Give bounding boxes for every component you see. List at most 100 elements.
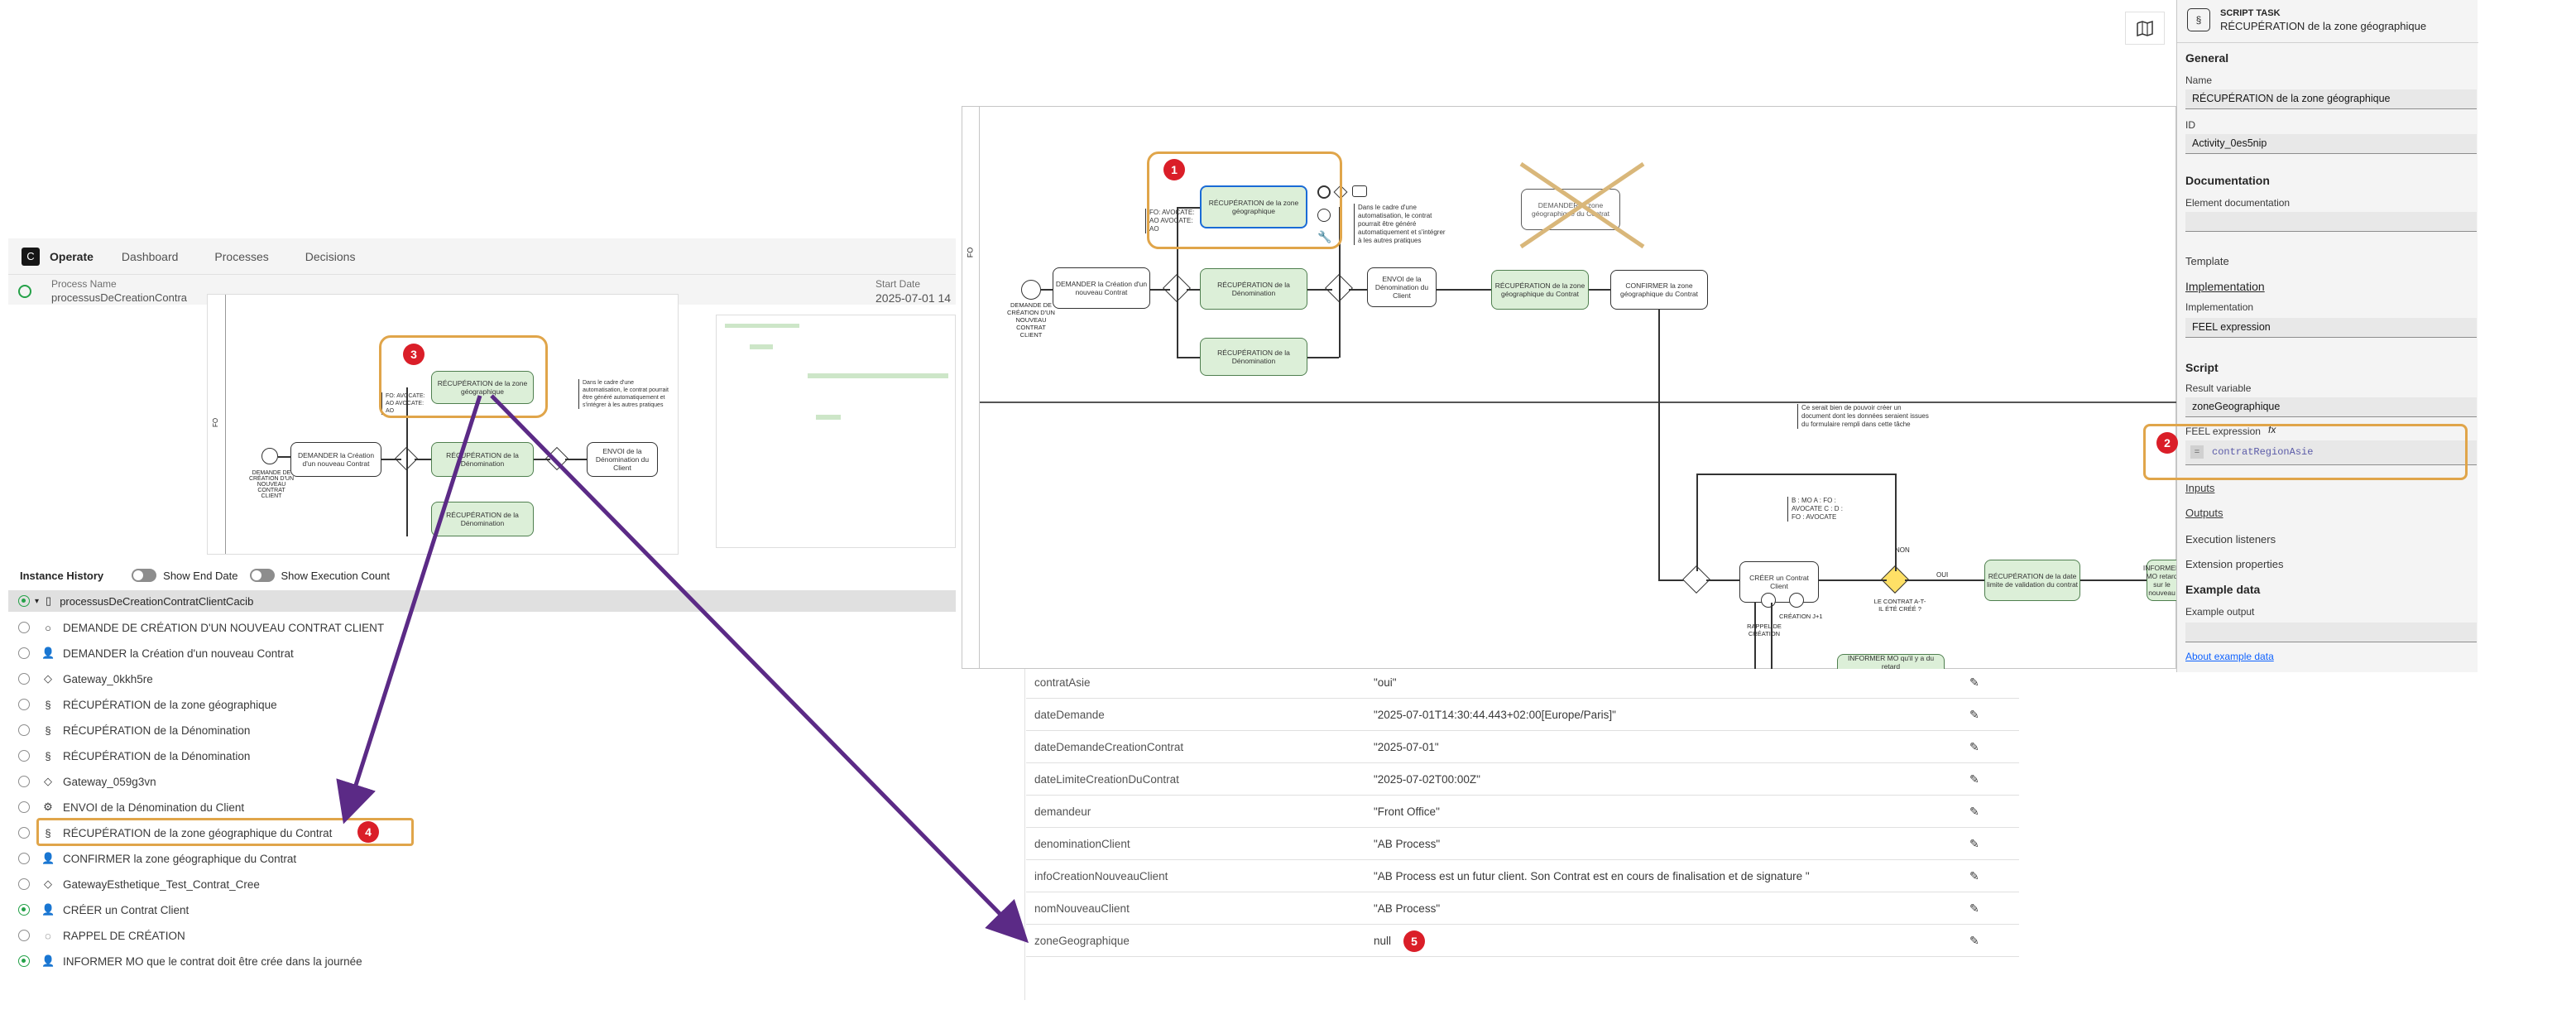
variable-row[interactable]: nomNouveauClient"AB Process"✎ (1026, 892, 2019, 925)
flow (1339, 207, 1341, 358)
section-extension-properties[interactable]: Extension properties (2185, 558, 2284, 570)
modeler-task-informer[interactable]: INFORMER MO qu'il y a du retard (1837, 654, 1945, 671)
edit-icon[interactable]: ✎ (1969, 933, 1979, 947)
variable-row[interactable]: dateDemandeCreationContrat"2025-07-01"✎ (1026, 731, 2019, 763)
modeler-task-zone-contrat[interactable]: RÉCUPÉRATION de la zone géographique du … (1491, 270, 1589, 310)
name-input[interactable]: RÉCUPÉRATION de la zone géographique (2185, 89, 2477, 109)
section-documentation[interactable]: Documentation (2185, 174, 2270, 187)
mini-task-demand[interactable]: DEMANDER la Création d'un nouveau Contra… (290, 442, 381, 477)
history-row-label: INFORMER MO que le contrat doit être cré… (63, 954, 362, 968)
timer-event-icon[interactable] (1789, 593, 1804, 608)
history-row[interactable]: ◇Gateway_0kkh5re (8, 666, 588, 691)
edit-icon[interactable]: ✎ (1969, 772, 1979, 786)
camunda-logo-icon[interactable]: C (22, 247, 40, 266)
variable-row[interactable]: demandeur"Front Office"✎ (1026, 796, 2019, 828)
edit-icon[interactable]: ✎ (1969, 739, 1979, 753)
script-task-icon: § (45, 826, 51, 839)
minimap-element (750, 344, 773, 349)
edit-icon[interactable]: ✎ (1969, 675, 1979, 689)
modeler-task-creer[interactable]: CRÉER un Contrat Client (1739, 561, 1819, 603)
variable-row[interactable]: dateLimiteCreationDuContrat"2025-07-02T0… (1026, 763, 2019, 796)
history-row[interactable]: ⚙ENVOI de la Dénomination du Client (8, 795, 588, 820)
operate-diagram-canvas[interactable]: FO DEMANDE DE CRÉATION D'UN NOUVEAU CONT… (207, 294, 679, 555)
section-template[interactable]: Template (2185, 255, 2229, 267)
task-tool-icon[interactable] (1352, 185, 1367, 197)
completed-icon (18, 930, 30, 941)
section-inputs[interactable]: Inputs (2185, 482, 2215, 494)
history-row[interactable]: ◌RAPPEL DE CRÉATION (8, 923, 588, 948)
edit-icon[interactable]: ✎ (1969, 868, 1979, 882)
history-row[interactable]: §RÉCUPÉRATION de la Dénomination (8, 743, 588, 768)
result-variable-input[interactable]: zoneGeographique (2185, 397, 2477, 417)
section-execution-listeners[interactable]: Execution listeners (2185, 533, 2276, 546)
section-example-data[interactable]: Example data (2185, 583, 2261, 596)
mini-task-den1[interactable]: RÉCUPÉRATION de la Dénomination (431, 442, 534, 477)
completed-icon (18, 647, 30, 659)
badge-4: 4 (357, 821, 379, 843)
example-output-input[interactable] (2185, 623, 2477, 642)
nav-processes[interactable]: Processes (214, 249, 269, 263)
user-task-icon: 👤 (41, 852, 55, 864)
section-general[interactable]: General (2185, 51, 2229, 65)
section-outputs[interactable]: Outputs (2185, 507, 2223, 519)
variable-row[interactable]: infoCreationNouveauClient"AB Process est… (1026, 860, 2019, 892)
modeler-task-den1[interactable]: RÉCUPÉRATION de la Dénomination (1200, 268, 1307, 310)
modeler-task-zone[interactable]: RÉCUPÉRATION de la zone géographique (1200, 185, 1307, 228)
diagram-minimap[interactable] (716, 315, 956, 548)
mini-flow (534, 459, 550, 460)
timer-event-icon[interactable] (1761, 593, 1776, 608)
mini-start-event[interactable] (261, 448, 278, 464)
nav-decisions[interactable]: Decisions (305, 249, 356, 263)
section-script[interactable]: Script (2185, 361, 2219, 374)
history-row[interactable]: 👤DEMANDER la Création d'un nouveau Contr… (8, 641, 588, 666)
modeler-task-retard[interactable]: INFORMER MO retard sur le nouveau (2143, 560, 2180, 601)
mini-task-den2[interactable]: RÉCUPÉRATION de la Dénomination (431, 502, 534, 536)
variable-row[interactable]: denominationClient"AB Process"✎ (1026, 828, 2019, 860)
collapse-icon[interactable]: ▾ (35, 596, 40, 606)
section-implementation[interactable]: Implementation (2185, 280, 2265, 293)
id-input[interactable]: Activity_0es5nip (2185, 134, 2477, 154)
completed-icon (18, 853, 30, 864)
variable-name: dateDemande (1034, 708, 1105, 721)
history-row[interactable]: §RÉCUPÉRATION de la zone géographique (8, 692, 588, 717)
about-example-link[interactable]: About example data (2185, 651, 2274, 662)
modeler-task-demand[interactable]: DEMANDER la Création d'un nouveau Contra… (1053, 267, 1150, 309)
wrench-icon[interactable]: 🔧 (1317, 230, 1332, 243)
edit-icon[interactable]: ✎ (1969, 901, 1979, 915)
modeler-task-envoi[interactable]: ENVOI de la Dénomination du Client (1367, 267, 1437, 307)
modeler-task-date-limite[interactable]: RÉCUPÉRATION de la date limite de valida… (1984, 560, 2080, 601)
history-row[interactable]: ◇Gateway_059g3vn (8, 769, 588, 794)
variable-row[interactable]: contratAsie"oui"✎ (1026, 666, 2019, 699)
implementation-select[interactable]: FEEL expression (2185, 318, 2477, 338)
intermediate-event-tool-icon[interactable] (1317, 209, 1331, 222)
history-row[interactable]: ○DEMANDE DE CRÉATION D'UN NOUVEAU CONTRA… (8, 615, 588, 640)
flow (1307, 289, 1332, 291)
history-row[interactable]: ◇GatewayEsthetique_Test_Contrat_Cree (8, 872, 588, 897)
show-end-date-toggle[interactable] (132, 569, 157, 582)
mini-task-envoi[interactable]: ENVOI de la Dénomination du Client (587, 442, 658, 477)
edit-icon[interactable]: ✎ (1969, 707, 1979, 721)
history-row[interactable]: 👤CRÉER un Contrat Client (8, 897, 588, 922)
crossed-out-icon (1519, 161, 1645, 249)
history-row[interactable]: 👤INFORMER MO que le contrat doit être cr… (8, 949, 588, 974)
modeler-start-event[interactable] (1021, 280, 1041, 300)
modeler-task-confirmer[interactable]: CONFIRMER la zone géographique du Contra… (1610, 270, 1708, 310)
edit-icon[interactable]: ✎ (1969, 804, 1979, 818)
modeler-start-label: DEMANDE DE CRÉATION D'UN NOUVEAU CONTRAT… (1007, 301, 1055, 339)
element-documentation-input[interactable] (2185, 212, 2477, 232)
edit-icon[interactable]: ✎ (1969, 836, 1979, 850)
modeler-condition-2: B : MO A : FO : AVOCATE C : D : FO : AVO… (1787, 497, 1854, 522)
end-event-tool-icon[interactable] (1317, 185, 1331, 199)
history-row[interactable]: §RÉCUPÉRATION de la Dénomination (8, 718, 588, 743)
show-execution-count-toggle[interactable] (249, 569, 275, 582)
modeler-task-den2[interactable]: RÉCUPÉRATION de la Dénomination (1200, 338, 1307, 376)
nav-dashboard[interactable]: Dashboard (121, 249, 179, 263)
variable-row[interactable]: dateDemande"2025-07-01T14:30:44.443+02:0… (1026, 699, 2019, 731)
history-row[interactable]: §RÉCUPÉRATION de la zone géographique du… (8, 820, 588, 845)
minimap-toggle-button[interactable] (2125, 12, 2165, 45)
feel-expression-editor[interactable]: = contratRegionAsie (2185, 440, 2477, 465)
instance-tree-root[interactable]: ▾ ▯ processusDeCreationContratClientCaci… (8, 590, 956, 612)
brand-label[interactable]: Operate (50, 249, 94, 263)
history-row[interactable]: 👤CONFIRMER la zone géographique du Contr… (8, 846, 588, 871)
